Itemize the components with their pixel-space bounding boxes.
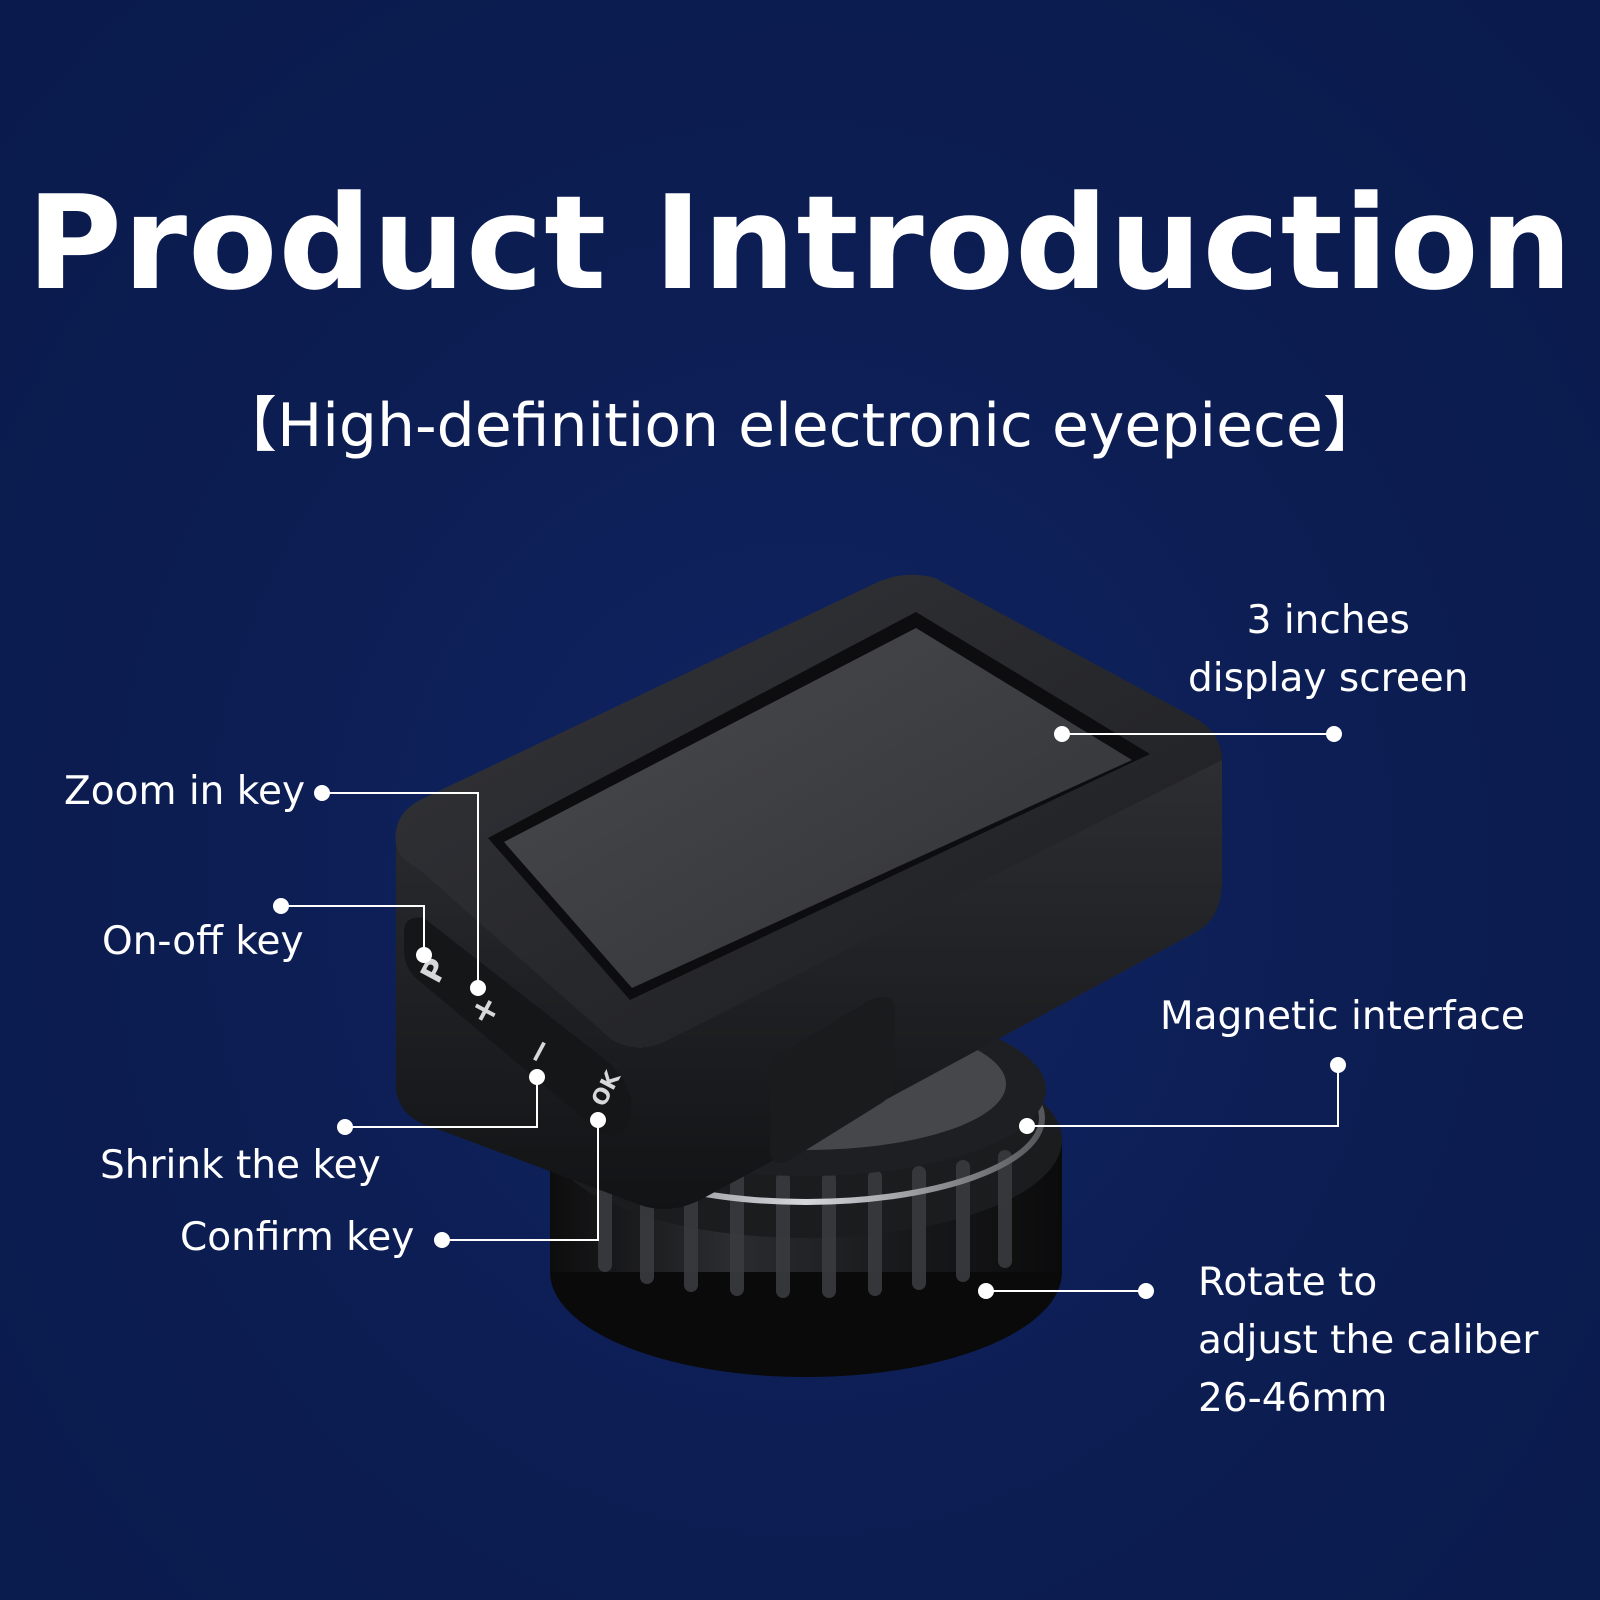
zoom-callout-line bbox=[322, 792, 479, 988]
confirm-key-label: Confirm key bbox=[180, 1215, 415, 1260]
zoom-in-key-label: Zoom in key bbox=[64, 769, 306, 814]
callout-lines bbox=[281, 733, 1339, 1292]
display-screen-label: 3 inches display screen bbox=[1188, 598, 1469, 701]
page-subtitle: 【High-definition electronic eyepiece】 bbox=[217, 391, 1383, 461]
rotate-caliber-label: Rotate to adjust the caliber 26-46mm bbox=[1198, 1260, 1539, 1421]
shrink-key-label: Shrink the key bbox=[100, 1143, 381, 1188]
page-title: Product Introduction bbox=[26, 167, 1574, 319]
eyepiece-body: P + − OK bbox=[395, 574, 1222, 1209]
on-off-key-label: On-off key bbox=[102, 919, 304, 964]
magnetic-callout-line bbox=[1027, 1065, 1339, 1127]
shrink-callout-line bbox=[345, 1077, 538, 1128]
confirm-callout-line bbox=[442, 1120, 599, 1241]
display-screen bbox=[504, 628, 1132, 988]
onoff-callout-line bbox=[281, 905, 425, 955]
magnetic-interface-label: Magnetic interface bbox=[1160, 994, 1525, 1039]
callout-dots bbox=[273, 726, 1346, 1299]
